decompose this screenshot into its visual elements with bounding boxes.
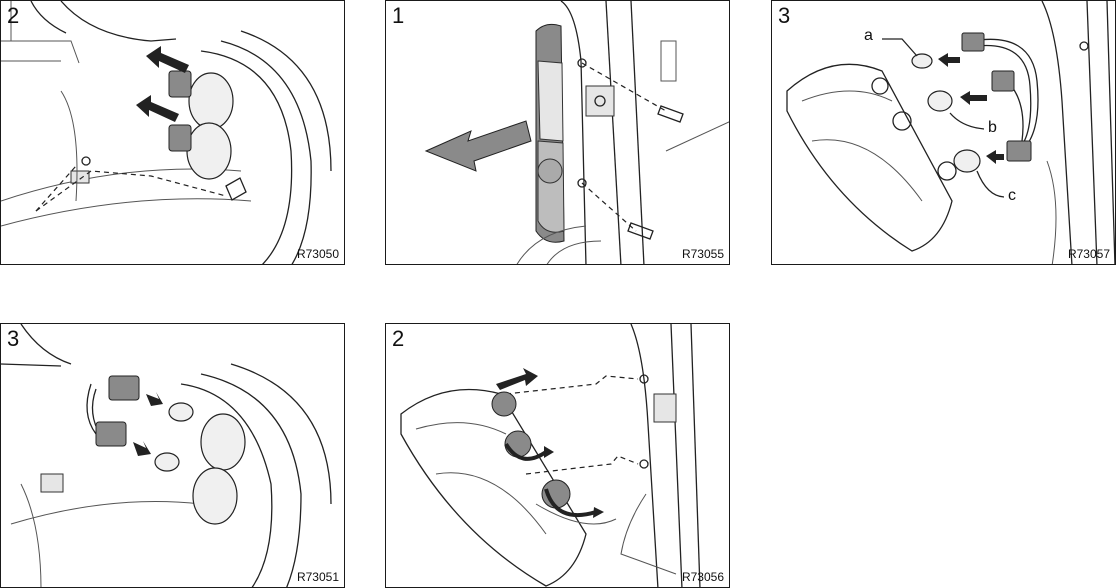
step-number: 2: [392, 328, 404, 350]
callout-a: a: [864, 27, 873, 45]
illustration-bulb-layout: [772, 1, 1116, 265]
illustration-bulb-removal-back: [1, 324, 345, 588]
figure-code: R73055: [682, 247, 724, 261]
diagram-panel-r73056: 2 R73056: [385, 323, 730, 588]
callout-c: c: [1008, 187, 1016, 205]
step-number: 2: [7, 5, 19, 27]
figure-code: R73050: [297, 247, 339, 261]
step-number: 3: [7, 328, 19, 350]
diagram-panel-r73055: 1 R73055: [385, 0, 730, 265]
illustration-lamp-removal: [386, 1, 730, 265]
diagram-panel-r73057: 3 a b c R73057: [771, 0, 1116, 265]
illustration-socket-twist: [386, 324, 730, 588]
figure-code: R73051: [297, 570, 339, 584]
diagram-panel-r73050: 2 R73050: [0, 0, 345, 265]
figure-code: R73056: [682, 570, 724, 584]
step-number: 1: [392, 5, 404, 27]
diagram-panel-r73051: 3 R73051: [0, 323, 345, 588]
illustration-tail-lamp-back: [1, 1, 345, 265]
step-number: 3: [778, 5, 790, 27]
figure-code: R73057: [1068, 247, 1110, 261]
callout-b: b: [988, 119, 997, 137]
